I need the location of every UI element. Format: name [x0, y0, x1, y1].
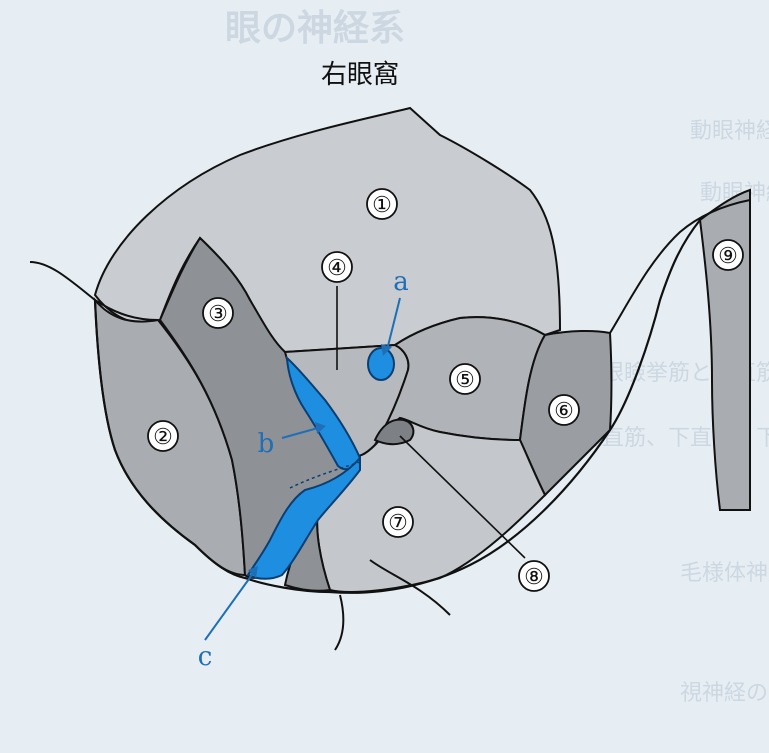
region-label-6: ⑥ [554, 399, 574, 424]
background-line: 毛様体神経節 [680, 561, 769, 586]
label-circle-5 [449, 363, 481, 395]
leader-line-c [204, 571, 255, 641]
background-line: 動眼神経（III：oculomotor nerve（図2 [690, 119, 769, 144]
label-circle-3 [202, 297, 234, 329]
label-circle-4 [321, 251, 353, 283]
arrowhead-c [248, 566, 258, 578]
region-labels: ① ② ③ ④ ⑤ ⑥ ⑦ ⑧ ⑨ [147, 188, 744, 592]
bone-line-right [609, 199, 751, 334]
region-label-5: ⑤ [455, 368, 475, 393]
region-label-3: ③ [208, 302, 228, 327]
region-label-8: ⑧ [524, 565, 544, 590]
marker-label-a: a [393, 267, 409, 297]
diagram-title: 右眼窩 [321, 60, 399, 90]
region-8-shape [373, 418, 415, 446]
bone-line-bottom-right [369, 559, 451, 616]
label-circle-2 [147, 420, 179, 452]
bone-line-top-left [94, 299, 159, 321]
leader-line-8 [399, 435, 526, 559]
blue-structure-c [246, 455, 361, 580]
region-label-2: ② [153, 425, 173, 450]
structure-a-oval [367, 347, 395, 381]
leader-line-a [386, 297, 401, 351]
blue-dashed-edge [289, 461, 361, 489]
label-circle-9 [712, 239, 744, 271]
region-label-4: ④ [327, 256, 347, 281]
background-heading: 眼の神経系 [225, 7, 405, 49]
region-label-9: ⑨ [718, 244, 738, 269]
marker-label-b: b [258, 429, 275, 459]
region-label-7: ⑦ [388, 511, 408, 536]
bone-line-left [29, 261, 96, 301]
marker-label-c: c [198, 642, 213, 672]
label-circle-7 [382, 506, 414, 538]
background-line: 視神経の周囲で海綿静脈洞 [680, 681, 769, 706]
region-label-1: ① [372, 193, 392, 218]
label-circle-8 [518, 560, 550, 592]
arrowhead-b [315, 422, 326, 434]
bone-line-bottom-left [334, 594, 345, 651]
orbit-outline [93, 219, 701, 594]
leader-line-b [281, 427, 319, 439]
region-9-shape [698, 188, 751, 511]
label-circle-6 [548, 394, 580, 426]
arrowhead-a [381, 344, 392, 356]
label-circle-1 [366, 188, 398, 220]
